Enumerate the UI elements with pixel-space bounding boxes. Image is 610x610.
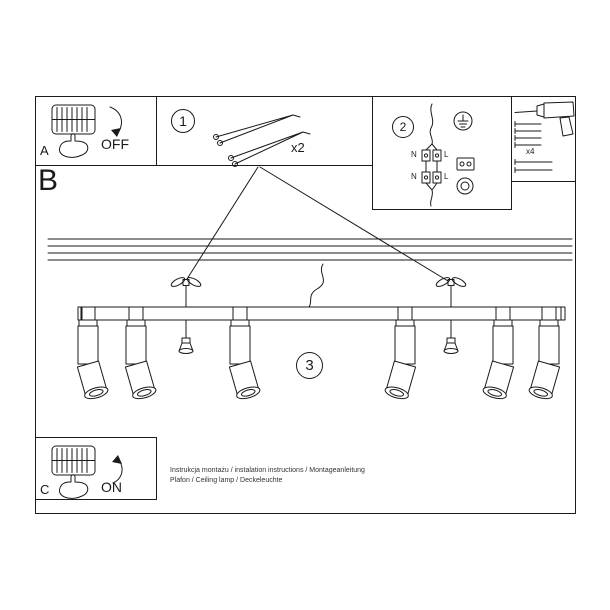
bulb-icon-right <box>443 319 459 354</box>
drill-icon <box>514 101 575 137</box>
screw-icons <box>514 121 553 173</box>
spring-mount-right <box>434 275 468 308</box>
off-label: OFF <box>101 136 129 152</box>
switch-off-icon <box>51 104 96 158</box>
panel-b-label: B <box>38 164 59 197</box>
spring-clip-icons <box>213 114 311 167</box>
step-3-badge: 3 <box>296 352 323 379</box>
on-label: ON <box>101 479 122 495</box>
spotlight-fixture-1 <box>75 306 110 402</box>
on-arrow-icon <box>112 455 123 484</box>
spotlight-fixture-3 <box>227 306 262 402</box>
spotlight-fixture-2 <box>123 306 158 402</box>
frame-lines <box>35 96 576 514</box>
power-cable <box>308 263 324 308</box>
wire-label-n-top: N <box>411 150 417 159</box>
spotlight-fixture-5 <box>481 306 516 402</box>
footer-instructions-line: Instrukcja montażu / instalation instruc… <box>170 467 365 474</box>
ceiling-hatch <box>47 238 573 261</box>
wire-label-l-top: L <box>444 150 449 159</box>
spotlight-fixture-4 <box>383 306 418 402</box>
step-1-badge: 1 <box>171 109 195 133</box>
leader-lines <box>186 166 449 282</box>
wiring-diagram <box>421 103 442 207</box>
wire-label-l-bottom: L <box>444 172 449 181</box>
spotlight-fixture-6 <box>527 306 562 402</box>
bulb-icon-left <box>178 319 194 354</box>
screw-quantity-label: x4 <box>526 147 535 156</box>
earth-symbol-icon <box>453 111 473 131</box>
spring-mount-left <box>169 275 203 308</box>
footer-product-line: Plafon / Ceiling lamp / Deckeleuchte <box>170 477 283 484</box>
switch-on-icon <box>51 445 96 499</box>
off-arrow-icon <box>109 106 122 137</box>
panel-a-label: A <box>40 143 49 158</box>
cable-clamp-icon <box>456 157 475 195</box>
step-2-badge: 2 <box>392 116 414 138</box>
track-rail <box>77 306 566 321</box>
panel-c-label: C <box>40 482 50 497</box>
clip-quantity-label: x2 <box>291 140 305 155</box>
wire-label-n-bottom: N <box>411 172 417 181</box>
